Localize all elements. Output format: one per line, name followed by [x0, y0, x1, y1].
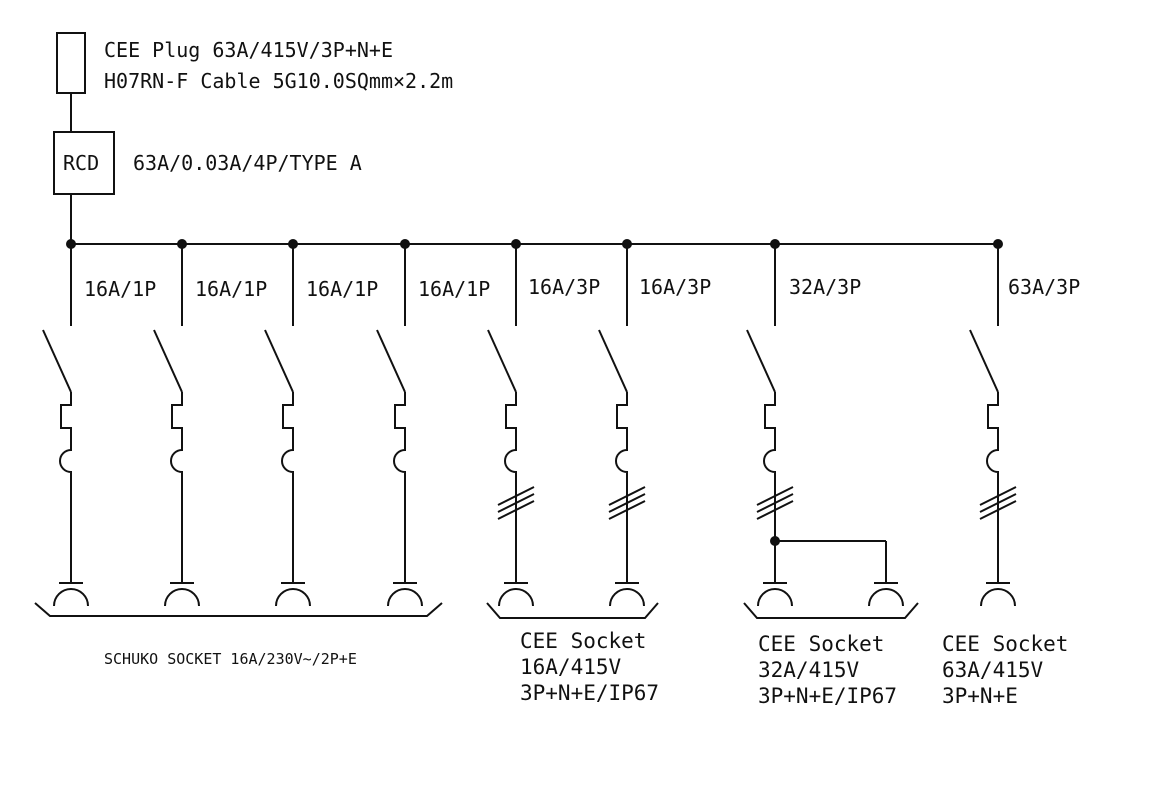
- three-phase-mark-7-1: [756, 486, 794, 506]
- socket-symbol-7: [757, 588, 793, 607]
- three-phase-mark-8-3: [979, 500, 1017, 520]
- breaker-trip-element-6: [615, 392, 628, 583]
- breaker-blade-4: [376, 329, 406, 393]
- breaker-rating-1: 16A/1P: [84, 277, 157, 301]
- three-phase-mark-5-1: [497, 486, 535, 506]
- schuko-group-bracket: [34, 602, 443, 617]
- cee-63a-line3: 3P+N+E: [942, 684, 1018, 708]
- cee-32a-socket-label: CEE Socket 32A/415V 3P+N+E/IP67: [758, 631, 897, 709]
- cee-plug-symbol: [56, 32, 86, 94]
- three-phase-mark-6-2: [608, 493, 646, 513]
- cee-63a-line2: 63A/415V: [942, 658, 1044, 682]
- cee-63a-line1: CEE Socket: [942, 632, 1069, 656]
- socket-symbol-5: [498, 588, 534, 607]
- cee-32a-line2: 32A/415V: [758, 658, 860, 682]
- breaker-trip-element-8: [986, 392, 999, 583]
- cee-32a-line1: CEE Socket: [758, 632, 885, 656]
- rcd-box-label: RCD: [63, 151, 100, 175]
- breaker-rating-3: 16A/1P: [306, 277, 379, 301]
- breaker-trip-element-1: [59, 392, 72, 583]
- breaker-rating-5: 16A/3P: [528, 275, 601, 299]
- socket-symbol-4: [387, 588, 423, 607]
- socket-symbol-8: [980, 588, 1016, 607]
- cee-32a-group-bracket: [743, 602, 919, 619]
- breaker-rating-7: 32A/3P: [789, 275, 862, 299]
- breaker-trip-element-2: [170, 392, 183, 583]
- plug-spec-line1: CEE Plug 63A/415V/3P+N+E: [104, 38, 393, 62]
- cee-16a-socket-label: CEE Socket 16A/415V 3P+N+E/IP67: [520, 628, 659, 706]
- three-phase-mark-7-3: [756, 500, 794, 520]
- socket-symbol-6: [609, 588, 645, 607]
- breaker-blade-3: [264, 329, 294, 393]
- three-phase-mark-8-2: [979, 493, 1017, 513]
- breaker-trip-element-3: [281, 392, 294, 583]
- breaker-blade-5: [487, 329, 517, 393]
- breaker-blade-2: [153, 329, 183, 393]
- three-phase-mark-6-1: [608, 486, 646, 506]
- cee-63a-socket-label: CEE Socket 63A/415V 3P+N+E: [942, 631, 1068, 709]
- cee-32a-line3: 3P+N+E/IP67: [758, 684, 898, 708]
- breaker-blade-6: [598, 329, 628, 393]
- breaker-trip-element-4: [393, 392, 406, 583]
- schuko-socket-label: SCHUKO SOCKET 16A/230V~/2P+E: [104, 650, 357, 668]
- plug-spec-line2: H07RN-F Cable 5G10.0SQmm×2.2m: [104, 69, 454, 93]
- three-phase-mark-8-1: [979, 486, 1017, 506]
- breaker-blade-7: [746, 329, 776, 393]
- breaker-trip-element-7: [763, 392, 776, 583]
- cee-16a-line1: CEE Socket: [520, 629, 647, 653]
- cee-16a-line2: 16A/415V: [520, 655, 622, 679]
- rcd-box: [53, 131, 115, 195]
- breaker-rating-6: 16A/3P: [639, 275, 712, 299]
- breaker-trip-element-5: [504, 392, 517, 583]
- breaker-rating-2: 16A/1P: [195, 277, 268, 301]
- cee-16a-group-bracket: [486, 602, 659, 619]
- rcd-rating: 63A/0.03A/4P/TYPE A: [133, 151, 362, 175]
- breaker-rating-4: 16A/1P: [418, 277, 491, 301]
- socket-symbol-3: [275, 588, 311, 607]
- three-phase-mark-7-2: [756, 493, 794, 513]
- cee-16a-line3: 3P+N+E/IP67: [520, 681, 660, 705]
- breaker-blade-1: [42, 329, 72, 393]
- socket-symbol-2: [164, 588, 200, 607]
- breaker-blade-8: [969, 329, 999, 393]
- three-phase-mark-5-2: [497, 493, 535, 513]
- three-phase-mark-6-3: [608, 500, 646, 520]
- socket-symbol-1: [53, 588, 89, 607]
- three-phase-mark-5-3: [497, 500, 535, 520]
- socket-symbol-32a-b: [868, 588, 904, 607]
- breaker-rating-8: 63A/3P: [1008, 275, 1081, 299]
